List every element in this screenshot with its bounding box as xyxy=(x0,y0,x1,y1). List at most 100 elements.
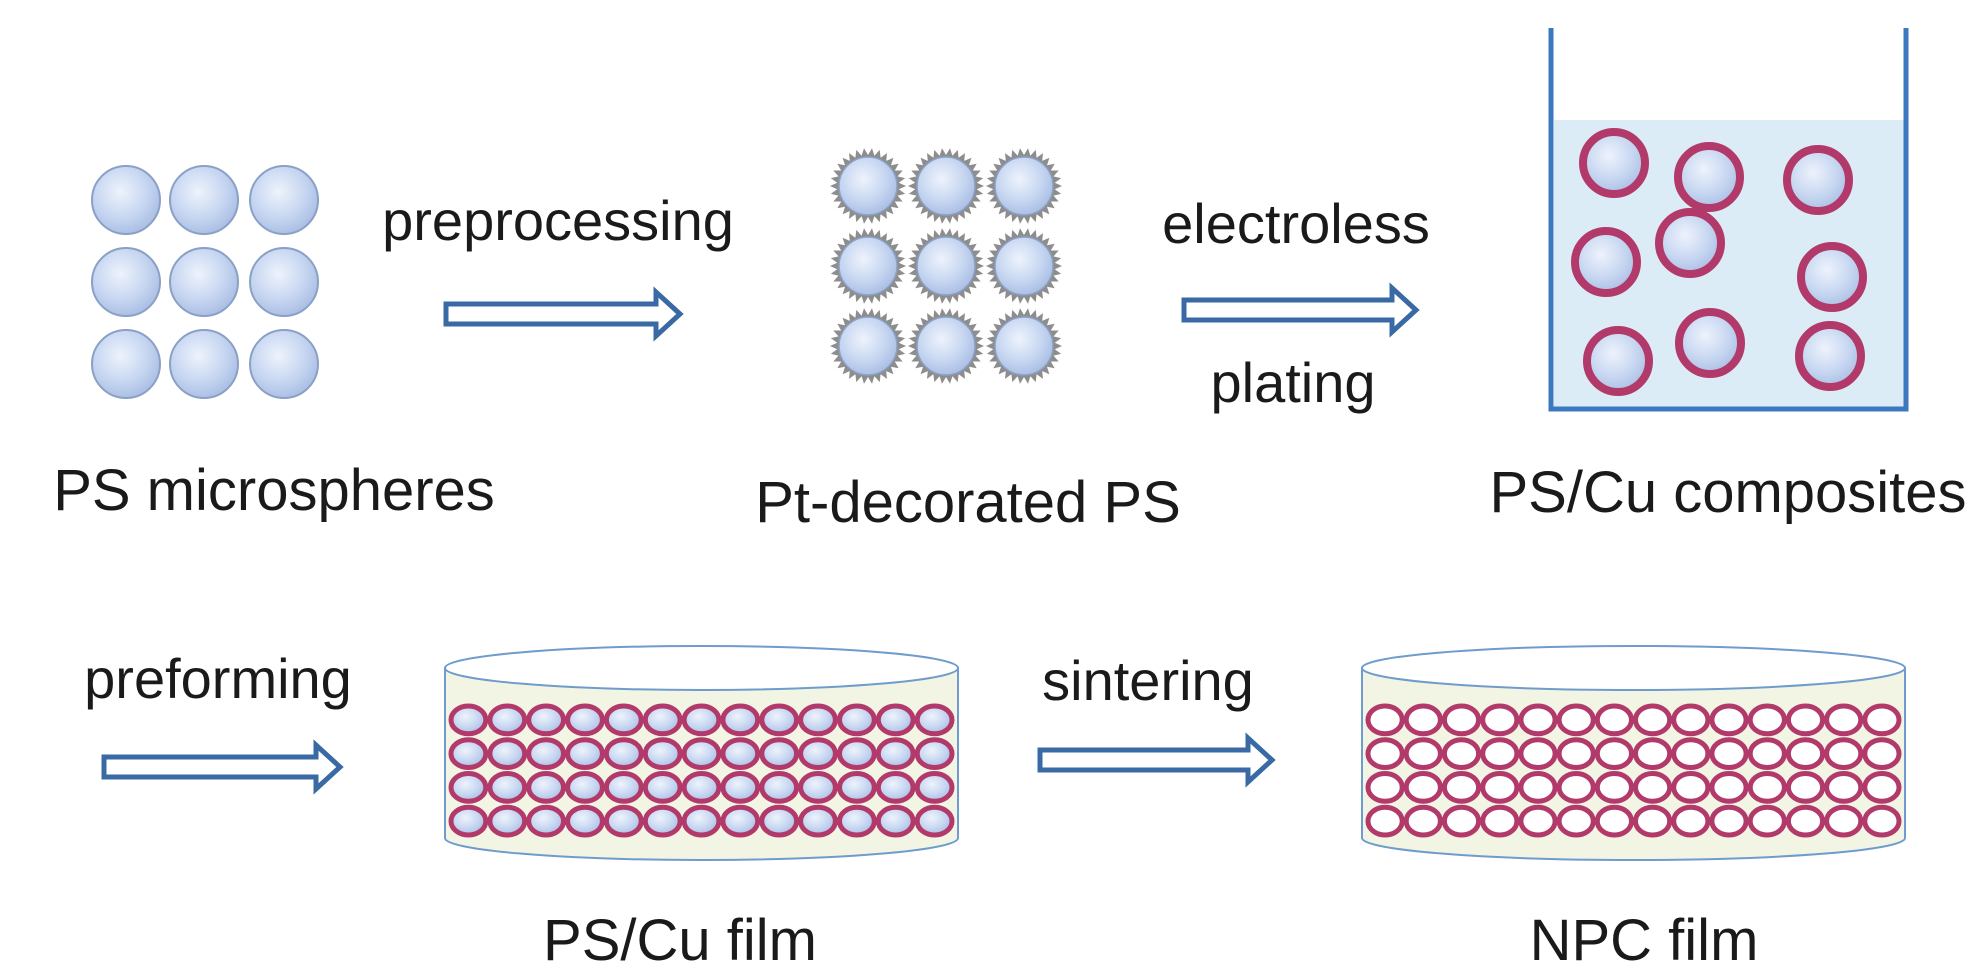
ps-sphere xyxy=(91,329,161,399)
pt-decorated-sphere xyxy=(908,308,984,384)
pt-decorated-sphere xyxy=(830,308,906,384)
pore-cell xyxy=(1671,771,1711,804)
pore-cell xyxy=(1556,771,1596,804)
pore-cell xyxy=(1747,804,1787,838)
pore-cell xyxy=(759,737,800,770)
preprocessing-label: preprocessing xyxy=(382,189,734,252)
ps-cu-sphere xyxy=(1579,128,1649,198)
pore-cell xyxy=(487,703,528,737)
pore-cell xyxy=(642,703,683,737)
pore-cell xyxy=(759,703,800,737)
process-arrow xyxy=(1181,282,1420,338)
ps-sphere xyxy=(91,165,161,235)
pore-cell xyxy=(642,804,683,838)
pore-cell xyxy=(759,771,800,804)
ps-cu-composites-beaker xyxy=(1548,28,1909,412)
pt-decorated-sphere xyxy=(986,148,1062,224)
pore-cell xyxy=(759,804,800,838)
preforming-label: preforming xyxy=(84,647,352,710)
ps-sphere xyxy=(169,247,239,317)
ps-cu-sphere xyxy=(1795,321,1865,391)
pore-grid xyxy=(1365,703,1902,838)
pore-cell xyxy=(1747,771,1787,804)
pore-cell xyxy=(603,771,644,804)
pore-cell xyxy=(798,804,838,838)
pore-cell xyxy=(1480,703,1520,737)
pore-cell xyxy=(1824,737,1864,770)
pore-cell xyxy=(565,771,605,804)
sintering-label: sintering xyxy=(1042,649,1254,712)
plating-label: plating xyxy=(1210,351,1375,414)
pt-decorated-sphere xyxy=(830,228,906,304)
pore-cell xyxy=(1518,771,1558,804)
pore-cell xyxy=(1480,771,1520,804)
pore-cell xyxy=(1480,804,1520,838)
process-arrows xyxy=(101,282,1420,795)
pore-cell xyxy=(1518,703,1558,737)
ps-sphere xyxy=(249,165,319,235)
pore-cell xyxy=(837,737,877,770)
pore-cell xyxy=(1441,804,1482,838)
pore-cell xyxy=(526,804,566,838)
pore-cell xyxy=(526,771,566,804)
ps-cu-sphere xyxy=(1674,142,1744,212)
pore-cell xyxy=(1594,804,1635,838)
pore-cell xyxy=(1633,804,1673,838)
pore-cell xyxy=(875,771,916,804)
pore-cell xyxy=(1862,771,1902,804)
pore-cell xyxy=(681,703,722,737)
pore-cell xyxy=(448,703,489,737)
pore-cell xyxy=(1403,737,1443,770)
pore-cell xyxy=(1556,737,1596,770)
pore-cell xyxy=(1824,771,1864,804)
pore-cell xyxy=(487,804,528,838)
npc-film-label: NPC film xyxy=(1530,908,1759,969)
pore-cell xyxy=(681,771,722,804)
pore-cell xyxy=(1594,771,1635,804)
pt-decorated-sphere xyxy=(830,148,906,224)
pore-cell xyxy=(1365,804,1405,838)
ps-sphere xyxy=(169,329,239,399)
pore-cell xyxy=(1365,771,1405,804)
pore-cell xyxy=(1785,703,1826,737)
pt-decorated-ps-grid xyxy=(830,148,1062,384)
pore-cell xyxy=(1518,804,1558,838)
ps-sphere xyxy=(249,247,319,317)
pore-cell xyxy=(1556,804,1596,838)
ps-sphere xyxy=(169,165,239,235)
pore-cell xyxy=(448,737,489,770)
npc-film-dish xyxy=(1361,645,1906,861)
pore-cell xyxy=(875,804,916,838)
pore-cell xyxy=(798,771,838,804)
pore-cell xyxy=(526,737,566,770)
pore-cell xyxy=(487,771,528,804)
pore-cell xyxy=(1747,737,1787,770)
pore-cell xyxy=(837,703,877,737)
pore-cell xyxy=(1824,804,1864,838)
pore-cell xyxy=(1365,703,1405,737)
pore-cell xyxy=(1633,771,1673,804)
ps-sphere xyxy=(249,329,319,399)
pore-cell xyxy=(1594,737,1635,770)
ps-microspheres-label: PS microspheres xyxy=(53,458,495,523)
pore-cell xyxy=(1441,703,1482,737)
ps-cu-sphere xyxy=(1675,308,1745,378)
pore-cell xyxy=(720,804,761,838)
pore-cell xyxy=(1862,703,1902,737)
pore-cell xyxy=(798,703,838,737)
pore-cell xyxy=(914,804,955,838)
pore-cell xyxy=(914,737,955,770)
pore-cell xyxy=(720,771,761,804)
pore-cell xyxy=(526,703,566,737)
pore-cell xyxy=(1824,703,1864,737)
pore-cell xyxy=(1785,804,1826,838)
process-arrow xyxy=(443,286,684,342)
dish-rim xyxy=(444,645,959,691)
ps-cu-sphere xyxy=(1571,227,1641,297)
pore-cell xyxy=(1403,804,1443,838)
pore-cell xyxy=(1633,737,1673,770)
pore-cell xyxy=(1441,771,1482,804)
pt-decorated-sphere xyxy=(986,308,1062,384)
pore-cell xyxy=(1441,737,1482,770)
